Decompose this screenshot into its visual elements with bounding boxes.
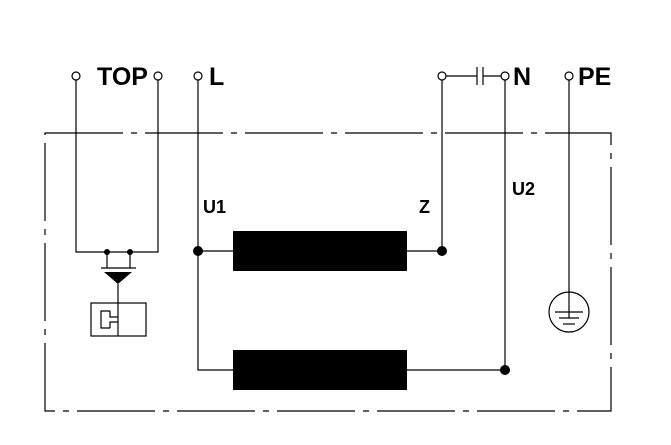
enclosure-boundary xyxy=(44,132,612,412)
protector-actuator-icon xyxy=(104,272,132,284)
line-n-wiring xyxy=(407,80,510,375)
terminal-top-2 xyxy=(153,71,163,81)
line-l-wiring xyxy=(193,80,233,371)
terminal-n xyxy=(500,71,510,81)
terminal-top-1 xyxy=(71,71,81,81)
label-u1: U1 xyxy=(203,197,226,217)
label-z: Z xyxy=(419,197,430,217)
terminal-capacitor xyxy=(437,71,447,81)
label-n: N xyxy=(513,63,531,91)
ground-icon xyxy=(548,291,590,333)
aux-winding-coil xyxy=(233,350,407,390)
label-top: TOP xyxy=(97,63,148,91)
label-u2: U2 xyxy=(512,179,535,199)
capacitor-branch xyxy=(407,67,506,256)
main-winding-coil xyxy=(233,231,407,271)
label-l: L xyxy=(209,63,224,91)
label-pe: PE xyxy=(578,63,611,91)
terminal-l xyxy=(193,71,203,81)
thermal-protector-circuit xyxy=(75,80,159,337)
terminal-pe xyxy=(564,71,574,81)
protective-earth-wiring xyxy=(548,80,590,333)
